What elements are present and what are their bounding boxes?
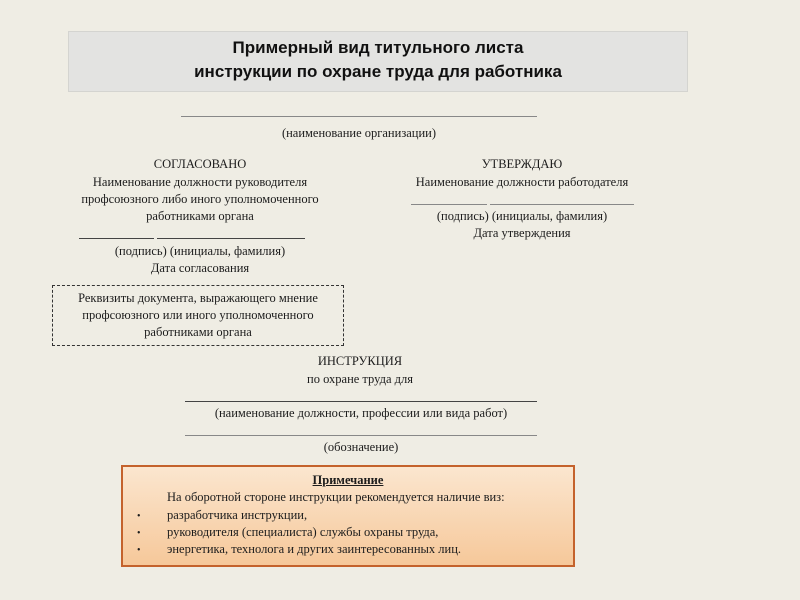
- note-item-others: энергетика, технолога и других заинтерес…: [167, 542, 462, 556]
- approve-heading: УТВЕРЖДАЮ: [481, 157, 563, 171]
- requisites-box: Реквизиты документа, выражающего мнение …: [52, 285, 344, 346]
- designation-caption: (обозначение): [323, 440, 399, 454]
- instruction-heading: ИНСТРУКЦИЯ: [317, 354, 403, 368]
- agreed-sign-caption: (подпись) (инициалы, фамилия): [114, 244, 286, 258]
- organization-caption: (наименование организации): [281, 126, 437, 140]
- approve-sign-caption: (подпись) (инициалы, фамилия): [436, 209, 608, 223]
- agreed-position-line-3: работниками органа: [146, 209, 254, 223]
- requisites-line-1: Реквизиты документа, выражающего мнение: [78, 291, 318, 305]
- agreed-name-line: [157, 238, 305, 239]
- approve-date-caption: Дата утверждения: [473, 226, 571, 240]
- note-heading: Примечание: [312, 473, 384, 487]
- agreed-date-caption: Дата согласования: [150, 261, 250, 275]
- slide-title-line-1: Примерный вид титульного листа: [232, 38, 524, 57]
- position-caption: (наименование должности, профессии или в…: [214, 406, 508, 420]
- slide-title-line-2: инструкции по охране труда для работника: [194, 62, 562, 81]
- requisites-line-2: профсоюзного или иного уполномоченного: [82, 308, 314, 322]
- agreed-position-line-2: профсоюзного либо иного уполномоченного: [81, 192, 319, 206]
- approve-name-line: [490, 204, 634, 205]
- slide-title-box: Примерный вид титульного листа инструкци…: [68, 31, 688, 92]
- note-intro: На оборотной стороне инструкции рекоменд…: [167, 490, 505, 504]
- agreed-heading: СОГЛАСОВАНО: [153, 157, 247, 171]
- note-item-developer: разработчика инструкции,: [167, 508, 308, 522]
- note-box: Примечание На оборотной стороне инструкц…: [121, 465, 575, 567]
- instruction-subheading: по охране труда для: [307, 372, 413, 386]
- bullet-icon: •: [137, 545, 141, 556]
- agreed-signature-line: [79, 238, 154, 239]
- approve-position-line: Наименование должности работодателя: [415, 175, 629, 189]
- note-item-safety-head: руководителя (специалиста) службы охраны…: [167, 525, 439, 539]
- designation-line: [185, 435, 537, 436]
- organization-line: [181, 116, 537, 117]
- position-line: [185, 401, 537, 402]
- agreed-position-line-1: Наименование должности руководителя: [92, 175, 308, 189]
- bullet-icon: •: [137, 528, 141, 539]
- approve-signature-line: [411, 204, 487, 205]
- bullet-icon: •: [137, 511, 141, 522]
- requisites-line-3: работниками органа: [144, 325, 252, 339]
